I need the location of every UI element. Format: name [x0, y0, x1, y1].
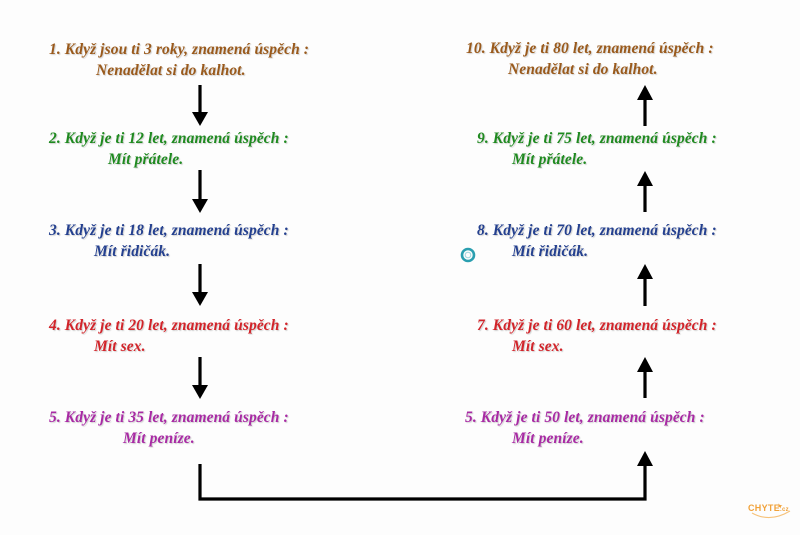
step-4: 4. Když je ti 20 let, znamená úspěch : M… [49, 315, 289, 357]
step-5-answer: Mít peníze. [123, 430, 195, 447]
ring-cursor-icon [460, 247, 476, 263]
step-2-question: 2. Když je ti 12 let, znamená úspěch : [49, 130, 289, 147]
brand-logo-name: CHYTE [748, 503, 781, 513]
bottom-connector [198, 451, 653, 501]
step-1-question: 1. Když jsou ti 3 roky, znamená úspěch : [49, 41, 310, 58]
step-3-answer: Mít řidičák. [94, 243, 171, 260]
down-arrow-3 [192, 264, 208, 306]
step-10: 10. Když je ti 80 let, znamená úspěch : … [466, 38, 714, 80]
step-7-question: 7. Když je ti 60 let, znamená úspěch : [477, 317, 717, 334]
step-7-answer: Mít sex. [512, 338, 564, 355]
step-2: 2. Když je ti 12 let, znamená úspěch : M… [49, 128, 289, 170]
step-10-answer: Nenadělat si do kalhot. [508, 61, 658, 78]
step-1-answer: Nenadělat si do kalhot. [96, 62, 246, 79]
step-7: 7. Když je ti 60 let, znamená úspěch : M… [477, 315, 717, 357]
step-9: 9. Když je ti 75 let, znamená úspěch : M… [477, 128, 717, 170]
down-arrow-4 [192, 357, 208, 399]
step-5-right-answer: Mít peníze. [512, 430, 584, 447]
step-4-question: 4. Když je ti 20 let, znamená úspěch : [49, 317, 289, 334]
step-8: 8. Když je ti 70 let, znamená úspěch : M… [477, 220, 717, 262]
up-arrow-2 [637, 264, 653, 306]
step-9-answer: Mít přátele. [512, 151, 588, 168]
step-1: 1. Když jsou ti 3 roky, znamená úspěch :… [49, 39, 309, 81]
step-8-answer: Mít řidičák. [512, 243, 589, 260]
step-5-right-question: 5. Když je ti 50 let, znamená úspěch : [465, 409, 705, 426]
up-arrow-3 [637, 171, 653, 212]
up-arrow-4 [637, 85, 653, 126]
step-5: 5. Když je ti 35 let, znamená úspěch : M… [49, 407, 289, 449]
step-10-question: 10. Když je ti 80 let, znamená úspěch : [466, 40, 714, 57]
step-9-question: 9. Když je ti 75 let, znamená úspěch : [477, 130, 717, 147]
brand-logo-tld: .cz [780, 507, 789, 513]
down-arrow-2 [192, 170, 208, 213]
down-arrow-1 [192, 85, 208, 126]
step-8-question: 8. Když je ti 70 let, znamená úspěch : [477, 222, 717, 239]
step-2-answer: Mít přátele. [108, 151, 184, 168]
sparkle-icon [751, 503, 791, 519]
step-3-question: 3. Když je ti 18 let, znamená úspěch : [49, 222, 289, 239]
brand-logo: CHYTE.cz [748, 503, 789, 513]
step-5-right: 5. Když je ti 50 let, znamená úspěch : M… [465, 407, 705, 449]
step-3: 3. Když je ti 18 let, znamená úspěch : M… [49, 220, 289, 262]
up-arrow-1 [637, 357, 653, 398]
step-5-question: 5. Když je ti 35 let, znamená úspěch : [49, 409, 289, 426]
step-4-answer: Mít sex. [94, 338, 146, 355]
